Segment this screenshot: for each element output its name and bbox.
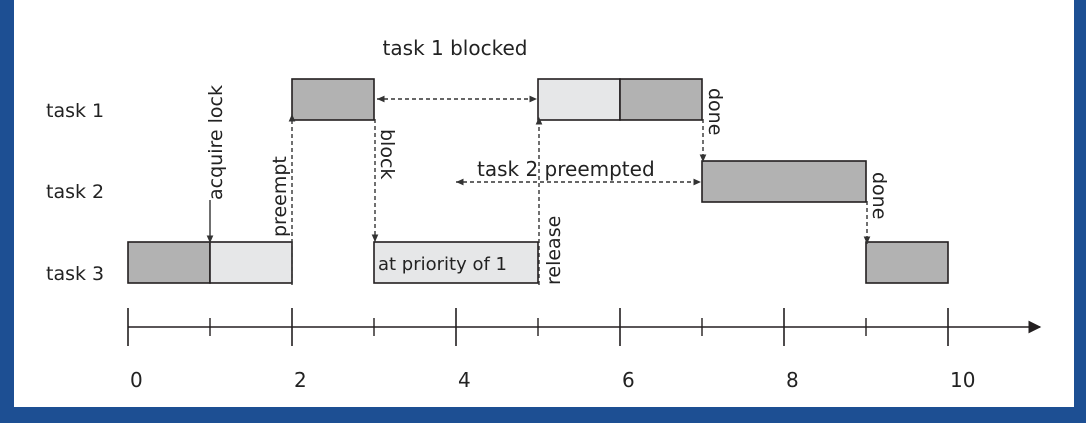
diagram-panel (14, 0, 1074, 407)
done-label-task1: done (704, 88, 726, 135)
preempt-label: preempt (269, 156, 291, 237)
bar-task3-3 (373, 241, 539, 284)
tick-label-6: 6 (622, 368, 635, 392)
bar-task3-0 (127, 241, 211, 284)
acquire-lock-label: acquire lock (205, 85, 227, 200)
bar-label-priority: at priority of 1 (378, 254, 507, 275)
time-axis: 0 2 4 6 8 10 (127, 308, 1042, 392)
task2-preempted-label: task 2 preempted (477, 157, 655, 181)
task-label-3: task 3 (46, 263, 104, 285)
bar-task2-6 (701, 160, 867, 203)
done-label-task2: done (868, 172, 890, 219)
tick-label-8: 8 (786, 368, 799, 392)
tick-label-10: 10 (950, 368, 975, 392)
block-label: block (376, 129, 398, 179)
bar-task1-4 (537, 78, 621, 121)
bar-task1-2 (291, 78, 375, 121)
release-label: release (543, 216, 565, 285)
bars-layer (127, 78, 949, 284)
diagram-title: task 1 blocked (383, 36, 528, 60)
bar-task1-5 (619, 78, 703, 121)
tick-label-2: 2 (294, 368, 307, 392)
tick-label-4: 4 (458, 368, 471, 392)
bar-task3-1 (209, 241, 293, 284)
bar-task3-7 (865, 241, 949, 284)
task-label-2: task 2 (46, 181, 104, 203)
task-label-1: task 1 (46, 100, 104, 122)
tick-label-0: 0 (130, 368, 143, 392)
